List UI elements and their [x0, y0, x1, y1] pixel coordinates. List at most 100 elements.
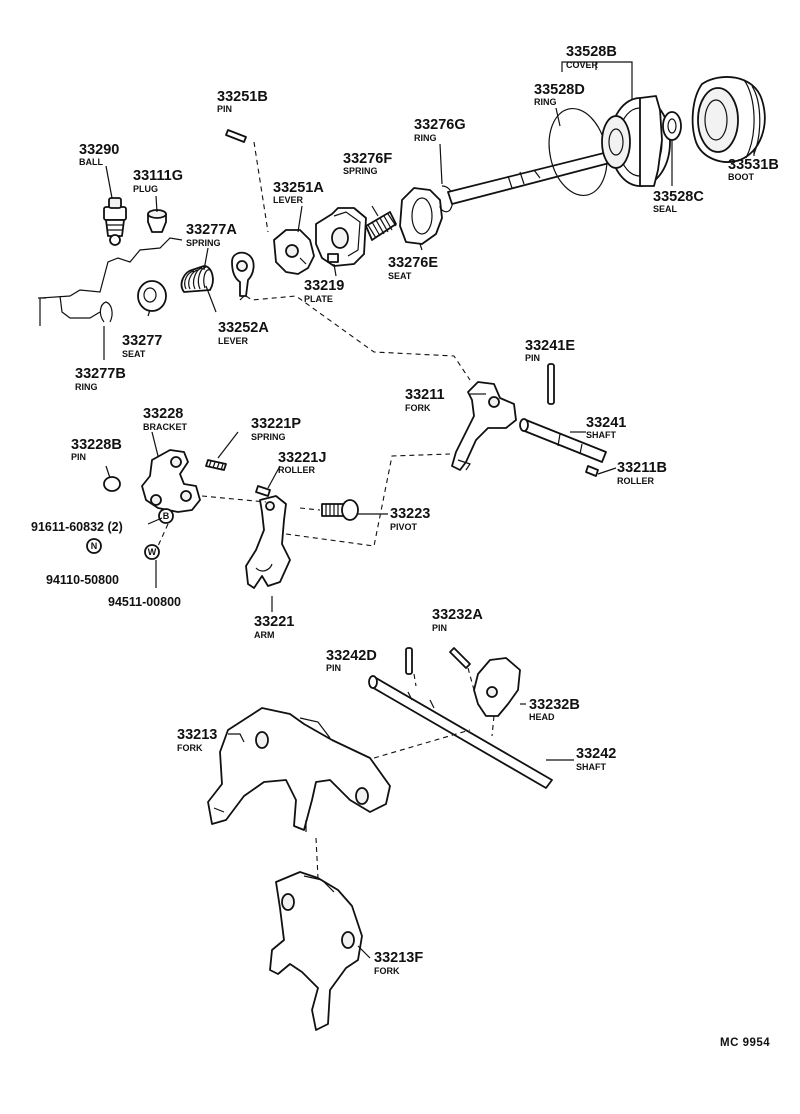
- part-label-33276f: 33276F SPRING: [343, 151, 392, 176]
- part-label-33528c: 33528C SEAL: [653, 189, 704, 214]
- svg-text:PIN: PIN: [525, 353, 540, 363]
- part-label-33528b: 33528B COVER: [566, 44, 617, 70]
- nut-symbol[interactable]: N: [86, 538, 102, 554]
- svg-text:33251B: 33251B: [217, 89, 268, 105]
- part-label-33276e: 33276E SEAT: [388, 255, 438, 281]
- part-label-33531b: 33531B BOOT: [728, 157, 779, 182]
- svg-text:33232A: 33232A: [432, 607, 483, 623]
- lever-33251a[interactable]: [273, 229, 315, 275]
- head-33232b[interactable]: [473, 657, 521, 717]
- fork-33213f[interactable]: [269, 871, 363, 1031]
- bolt-symbol[interactable]: B: [158, 508, 174, 524]
- pin-33251b[interactable]: [225, 129, 247, 143]
- svg-text:COVER: COVER: [566, 60, 599, 70]
- spring-33221p[interactable]: [205, 459, 227, 471]
- svg-text:33221J: 33221J: [278, 450, 326, 466]
- svg-text:33111G: 33111G: [133, 168, 183, 184]
- shaft-33241[interactable]: [519, 418, 607, 463]
- ball-33290[interactable]: [103, 197, 127, 246]
- part-label-33232a: 33232A PIN: [432, 607, 483, 633]
- svg-text:B: B: [163, 511, 170, 521]
- fork-33211[interactable]: [451, 381, 517, 471]
- pivot-33223[interactable]: [321, 499, 359, 521]
- cover-33528b[interactable]: [601, 95, 671, 187]
- svg-text:33213: 33213: [177, 727, 217, 743]
- plug-33111g[interactable]: [147, 209, 167, 233]
- svg-text:SPRING: SPRING: [251, 432, 286, 442]
- svg-text:33528D: 33528D: [534, 82, 585, 98]
- svg-text:33277A: 33277A: [186, 222, 237, 238]
- svg-text:33242D: 33242D: [326, 648, 377, 664]
- svg-text:33221P: 33221P: [251, 416, 301, 432]
- part-label-33219: 33219 PLATE: [304, 278, 344, 304]
- svg-text:SEAL: SEAL: [653, 204, 678, 214]
- svg-text:33277: 33277: [122, 333, 162, 349]
- part-label-33111g: 33111G PLUG: [133, 168, 183, 194]
- roller-33221j[interactable]: [255, 485, 271, 497]
- seal-33528c[interactable]: [662, 111, 682, 141]
- roller-33211b[interactable]: [585, 465, 599, 477]
- svg-text:SHAFT: SHAFT: [576, 762, 606, 772]
- part-label-33211: 33211 FORK: [405, 387, 445, 413]
- svg-text:PIN: PIN: [71, 452, 86, 462]
- part-label-33228: 33228 BRACKET: [143, 406, 188, 432]
- part-label-33242: 33242 SHAFT: [576, 746, 616, 772]
- seat-33277[interactable]: [137, 280, 167, 312]
- part-label-33241: 33241 SHAFT: [586, 415, 626, 440]
- fork-33213[interactable]: [207, 707, 391, 832]
- shaft-33242[interactable]: [368, 675, 553, 789]
- lever-33252a[interactable]: [231, 251, 255, 297]
- pin-33228b[interactable]: [103, 476, 121, 492]
- seat-33276e[interactable]: [399, 187, 443, 245]
- svg-text:FORK: FORK: [405, 403, 431, 413]
- spring-33276f[interactable]: [365, 211, 397, 241]
- svg-text:SEAT: SEAT: [388, 271, 412, 281]
- svg-text:PIVOT: PIVOT: [390, 522, 418, 532]
- part-label-33251b: 33251B PIN: [217, 89, 268, 114]
- svg-text:33232B: 33232B: [529, 697, 580, 713]
- pin-33241e[interactable]: [547, 363, 555, 405]
- svg-text:FORK: FORK: [374, 966, 400, 976]
- part-label-33221: 33221 ARM: [254, 614, 294, 640]
- part-label-33232b: 33232B HEAD: [529, 697, 580, 722]
- pin-33242d[interactable]: [405, 647, 413, 675]
- svg-text:33223: 33223: [390, 506, 430, 522]
- svg-text:PIN: PIN: [432, 623, 447, 633]
- part-label-33221p: 33221P SPRING: [251, 416, 301, 442]
- svg-text:33276G: 33276G: [414, 117, 466, 133]
- bracket-33228[interactable]: [141, 449, 201, 513]
- svg-text:33242: 33242: [576, 746, 616, 762]
- ring-33277b[interactable]: [99, 301, 113, 323]
- diagram-reference: MC 9954: [720, 1037, 770, 1049]
- svg-text:PLUG: PLUG: [133, 184, 158, 194]
- pin-33232a[interactable]: [449, 647, 471, 669]
- transmission-case-outline: [38, 237, 183, 326]
- svg-text:LEVER: LEVER: [218, 336, 249, 346]
- svg-text:33252A: 33252A: [218, 320, 269, 336]
- ring-33276g[interactable]: [439, 185, 454, 213]
- svg-text:33528B: 33528B: [566, 44, 617, 60]
- part-label-33213f: 33213F FORK: [374, 950, 423, 976]
- svg-text:33241: 33241: [586, 415, 626, 431]
- plate-33219[interactable]: [315, 207, 367, 267]
- washer-symbol[interactable]: W: [144, 544, 160, 560]
- svg-text:BOOT: BOOT: [728, 172, 755, 182]
- part-label-33528d: 33528D RING: [534, 82, 585, 107]
- spring-33277a[interactable]: [180, 265, 214, 293]
- svg-text:SEAT: SEAT: [122, 349, 146, 359]
- arm-33221[interactable]: [245, 495, 291, 589]
- svg-text:N: N: [91, 541, 98, 551]
- svg-text:SHAFT: SHAFT: [586, 430, 616, 440]
- part-label-33241e: 33241E PIN: [525, 338, 575, 363]
- svg-text:33528C: 33528C: [653, 189, 704, 205]
- nut-code-label: 94110-50800: [46, 573, 119, 587]
- svg-text:ROLLER: ROLLER: [617, 476, 654, 486]
- part-label-33242d: 33242D PIN: [326, 648, 377, 673]
- svg-text:BRACKET: BRACKET: [143, 422, 188, 432]
- part-label-33223: 33223 PIVOT: [390, 506, 430, 532]
- leader-lines: [103, 61, 755, 959]
- svg-text:33213F: 33213F: [374, 950, 423, 966]
- svg-text:33211B: 33211B: [617, 460, 667, 476]
- boot-33531b[interactable]: [691, 76, 766, 163]
